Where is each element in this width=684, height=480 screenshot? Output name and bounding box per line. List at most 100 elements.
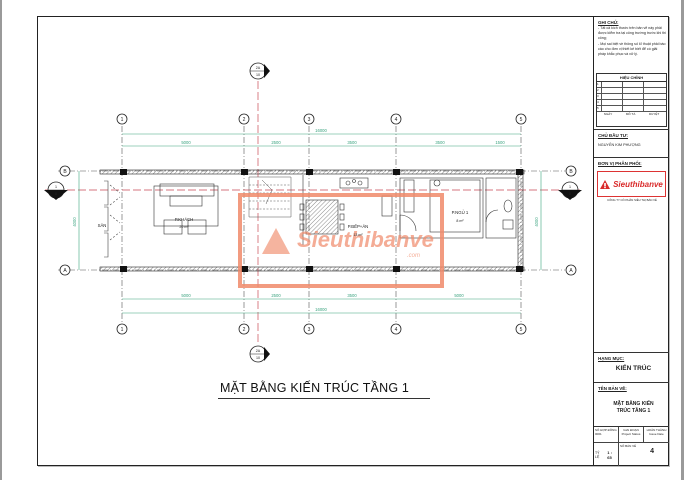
sheet-number-label: SỐ BẢN VẼ (620, 444, 637, 448)
section-right-id: 1 (569, 185, 571, 189)
grid-col-3-bottom: 3 (308, 327, 311, 333)
section-marker-bottom (249, 345, 270, 363)
wc (485, 177, 517, 239)
drawing-main-title: MẶT BẰNG KIẾN TRÚC TẦNG 1 (220, 381, 410, 395)
grid-col-3-top: 3 (308, 117, 311, 123)
section-marker-right (558, 181, 582, 200)
category-value: KIẾN TRÚC (615, 365, 652, 372)
dim-top-4: 3500 (435, 140, 445, 145)
dim-right-height: 4000 (534, 217, 539, 227)
owner-name: NGUYỄN KIM PHƯỢNG (598, 143, 641, 147)
warning-house-icon (600, 179, 611, 189)
walls (99, 169, 525, 272)
grid-col-4-top: 4 (395, 117, 398, 123)
section-left-id: 1 (55, 185, 57, 189)
distributor-section: ĐƠN VỊ PHÂN PHỐI: (594, 157, 669, 166)
grid-row-a-left: A (63, 268, 67, 274)
revision-row-num: 1 (597, 82, 602, 87)
section-bottom-sheet: 10 (256, 356, 260, 360)
grid-col-5-bottom: 5 (520, 327, 523, 333)
completion-label: HOÀN THÀNH (646, 428, 667, 432)
notes-section: GHI CHÚ: - Tất cả kích thước trên bản vẽ… (598, 20, 666, 58)
dim-top-1: 5000 (181, 140, 191, 145)
grid-row-a-right: A (569, 268, 573, 274)
revision-col-approve: DUYỆT (648, 112, 660, 116)
staircase (248, 176, 292, 218)
revision-table: HIỆU CHỈNH 1 2 3 4 5 NGÀY MÔ TẢ DUYỆT (596, 73, 667, 127)
dimension-lines (78, 133, 542, 314)
notes-heading: GHI CHÚ: (598, 20, 619, 25)
room-area-kitchen: 13 m² (353, 233, 363, 237)
room-area-living: 20 m² (179, 225, 189, 229)
section-right-sheet: 8 (569, 192, 571, 196)
completion-cell: HOÀN THÀNH Issue Date (644, 427, 669, 443)
viewer-scrollbar[interactable] (681, 0, 684, 480)
dim-bottom-3: 3500 (347, 293, 357, 298)
section-marker-left (44, 181, 68, 200)
dim-bottom-2: 2500 (271, 293, 281, 298)
owner-section: CHỦ ĐẦU TƯ: NGUYỄN KIM PHƯỢNG (594, 129, 669, 149)
section-bottom-id: 2A (256, 349, 261, 353)
watermark-frame (238, 193, 444, 288)
drawing-name-heading: TÊN BẢN VẼ: (598, 386, 627, 391)
phase-label: GIAI ĐOẠN (623, 428, 639, 432)
yard-gate (104, 180, 121, 258)
distributor-company: CÔNG TY CỔ PHẦN SIÊU THỊ BẢN VẼ (607, 198, 657, 202)
dim-top-total: 16000 (315, 128, 327, 133)
revision-col-date: NGÀY (603, 112, 613, 116)
phase-cell: GIAI ĐOẠN Project Status (619, 427, 644, 443)
category-heading: HẠNG MỤC: (598, 356, 625, 361)
watermark-text: Sieuthibanve (297, 227, 434, 252)
scale-cell: TỶ LỆ 1 : 65 (594, 443, 619, 466)
scale-label: TỶ LỆ (595, 450, 600, 459)
revision-row-num: 4 (597, 100, 602, 105)
grid-col-1-bottom: 1 (121, 327, 124, 333)
watermark-suffix: .com (407, 253, 420, 259)
owner-heading: CHỦ ĐẦU TƯ: (598, 133, 628, 138)
revision-col-desc: MÔ TẢ (625, 112, 636, 116)
section-top-sheet: 10 (256, 73, 260, 77)
room-label-living: P.KHÁCH (175, 217, 194, 222)
drawing-sheet-border (37, 16, 669, 466)
dim-top-3: 3500 (347, 140, 357, 145)
title-block: GHI CHÚ: - Tất cả kích thước trên bản vẽ… (593, 17, 669, 466)
viewer-left-edge (0, 0, 2, 480)
dim-left-height: 4000 (72, 217, 77, 227)
drawing-name-line2: TRÚC TẦNG 1 (616, 408, 651, 414)
contract-label: SỐ HỢP ĐỒNG (595, 428, 617, 432)
section-marker-top (249, 62, 270, 80)
scale-value: 1 : 65 (607, 449, 612, 460)
completion-value: Issue Date (649, 432, 664, 436)
dim-bottom-4: 5000 (454, 293, 464, 298)
contract-cell: SỐ HỢP ĐỒNG 0001 (594, 427, 619, 443)
revision-row-num: 5 (597, 106, 602, 111)
revision-row-num: 2 (597, 88, 602, 93)
note-2: - Mọi sai biệt về thông số kĩ thuật phải… (598, 42, 666, 56)
grid-col-2-top: 2 (243, 117, 246, 123)
room-area-bedroom: 8 m² (456, 219, 464, 223)
grid-bubbles (59, 113, 577, 335)
section-left-sheet: 8 (55, 192, 57, 196)
title-underline (218, 398, 430, 399)
room-label-bedroom: P.NGỦ 1 (452, 210, 469, 215)
logo-text: Sieuthibanve (613, 179, 663, 189)
section-cut-lines (45, 70, 580, 345)
category-section: HẠNG MỤC: KIẾN TRÚC (594, 352, 669, 372)
grid-col-5-top: 5 (520, 117, 523, 123)
grid-row-b-right: B (569, 169, 573, 175)
sheet-number-value: 4 (650, 448, 654, 455)
section-top-id: 2A (256, 66, 261, 70)
grid-col-2-bottom: 2 (243, 327, 246, 333)
distributor-logo: Sieuthibanve (597, 171, 666, 197)
grid-col-1-top: 1 (121, 117, 124, 123)
room-label-yard: SÂN (98, 223, 107, 228)
dim-bottom-1: 5000 (181, 293, 191, 298)
note-1: - Tất cả kích thước trên bản vẽ này phải… (598, 26, 667, 40)
revision-title: HIỆU CHỈNH (597, 74, 666, 82)
living-room-sofa (153, 183, 219, 235)
dim-top-5: 1500 (495, 140, 505, 145)
room-label-kitchen: P.BẾP+ĂN (348, 224, 369, 229)
sheet-number-cell: SỐ BẢN VẼ 4 (619, 443, 669, 466)
grid-row-b-left: B (63, 169, 67, 175)
